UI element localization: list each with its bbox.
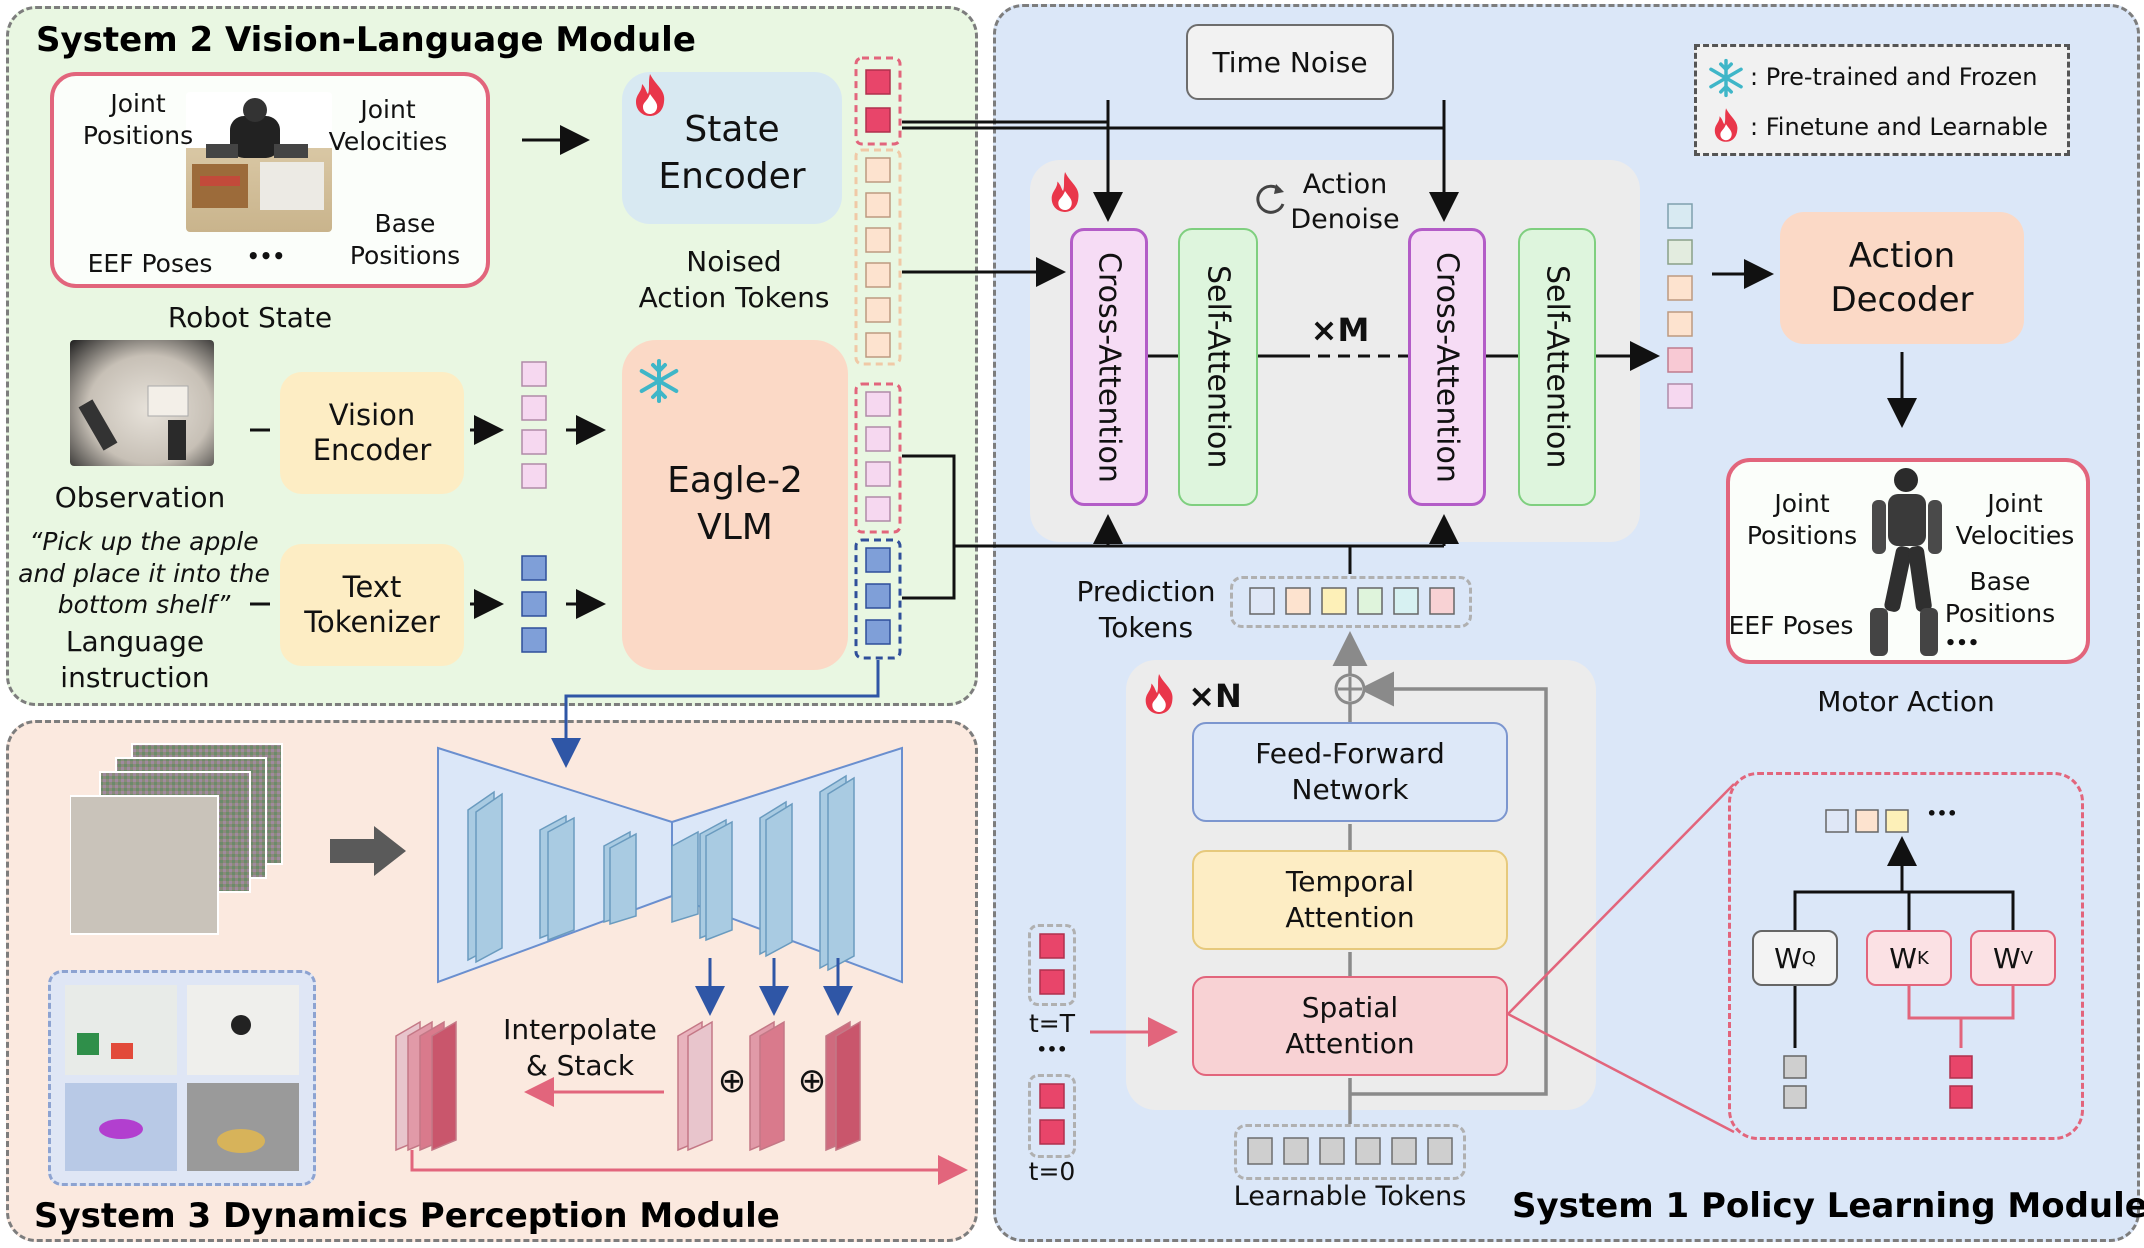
- snowflake-icon: [636, 358, 682, 404]
- text-tokenizer: Text Tokenizer: [280, 544, 464, 666]
- cross-attention-1: Cross-Attention: [1070, 228, 1148, 506]
- action-decoder-label: Action Decoder: [1830, 235, 1974, 320]
- spatial-attention-label: Spatial Attention: [1285, 990, 1415, 1060]
- action-decoder: Action Decoder: [1780, 212, 2024, 344]
- humanoid-robot-image: [1850, 462, 1960, 662]
- observation-image: [70, 340, 214, 466]
- robot-eef-poses: EEF Poses: [87, 249, 213, 278]
- cross-attention-2: Cross-Attention: [1408, 228, 1486, 506]
- refresh-icon: [1252, 182, 1288, 218]
- wq-sup: Q: [1801, 947, 1816, 969]
- language-caption: Language instruction: [60, 625, 210, 694]
- oplus-symbol-1: ⊕: [717, 1061, 747, 1101]
- motor-joint-positions: Joint Positions: [1746, 489, 1858, 550]
- vision-encoder: Vision Encoder: [280, 372, 464, 494]
- eagle-vlm-label: Eagle-2 VLM: [667, 460, 803, 548]
- right-arrow-icon: [330, 826, 406, 876]
- training-scenes-collage: [48, 970, 316, 1186]
- snowflake-icon: [1706, 58, 1746, 98]
- self-attention-1: Self-Attention: [1178, 228, 1258, 506]
- time-noise-box: Time Noise: [1186, 24, 1394, 100]
- attention-output-ellipsis: •••: [1926, 804, 1958, 823]
- flame-icon: [1046, 170, 1084, 214]
- robot-joint-velocities: Joint Velocities: [328, 95, 448, 156]
- t-top-label: t=T: [1028, 1009, 1076, 1038]
- t-bottom-label: t=0: [1028, 1157, 1076, 1186]
- time-noise-label: Time Noise: [1212, 45, 1368, 79]
- noised-action-tokens-label: Noised Action Tokens: [638, 245, 830, 314]
- legend-box: [1694, 44, 2070, 156]
- flame-icon: [630, 72, 670, 118]
- repeat-m-label: ×M: [1310, 311, 1370, 349]
- noisy-frames-stack: [69, 740, 290, 940]
- repeat-n-label: ×N: [1188, 677, 1242, 715]
- robot-base-positions: Base Positions: [349, 209, 461, 270]
- spatial-attention: Spatial Attention: [1192, 976, 1508, 1076]
- self-attention-2: Self-Attention: [1518, 228, 1596, 506]
- motor-eef-poses: EEF Poses: [1728, 611, 1854, 640]
- system3-title: System 3 Dynamics Perception Module: [34, 1196, 780, 1236]
- self-attention-2-label: Self-Attention: [1539, 265, 1575, 469]
- flame-icon: [1140, 672, 1178, 716]
- wv-label: W: [1992, 941, 2021, 975]
- self-attention-1-label: Self-Attention: [1200, 265, 1236, 469]
- system1-title: System 1 Policy Learning Module: [1512, 1186, 2144, 1226]
- text-tokenizer-label: Text Tokenizer: [304, 570, 440, 639]
- robot-state-ellipsis: •••: [246, 244, 286, 268]
- flame-icon: [1710, 106, 1742, 144]
- wq-label: W: [1774, 941, 1802, 975]
- cross-attention-1-label: Cross-Attention: [1091, 251, 1127, 483]
- temporal-attention-label: Temporal Attention: [1285, 864, 1415, 934]
- robot-joint-positions: Joint Positions: [82, 89, 194, 150]
- action-denoise-label: Action Denoise: [1290, 169, 1400, 235]
- time-tokens-top-group: [1028, 924, 1076, 1006]
- motor-base-positions: Base Positions: [1944, 567, 2056, 628]
- wk-sup: K: [1916, 947, 1929, 969]
- motor-ellipsis: •••: [1944, 633, 1980, 654]
- oplus-symbol-2: ⊕: [797, 1061, 827, 1101]
- observation-caption: Observation: [54, 481, 226, 514]
- vision-encoder-label: Vision Encoder: [312, 398, 432, 467]
- motor-joint-velocities: Joint Velocities: [1955, 489, 2075, 550]
- wk-label: W: [1889, 941, 1917, 975]
- motor-action-box: [1726, 458, 2090, 664]
- ffn-label: Feed-Forward Network: [1255, 736, 1445, 806]
- legend-frozen-text: : Pre-trained and Frozen: [1750, 63, 2038, 91]
- time-tokens-bottom-group: [1028, 1074, 1076, 1158]
- robot-state-image: [186, 92, 332, 232]
- learnable-tokens-label: Learnable Tokens: [1233, 1181, 1467, 1212]
- prediction-tokens-group: [1230, 576, 1472, 628]
- learnable-tokens-group: [1234, 1124, 1466, 1180]
- wv-sup: V: [2020, 947, 2033, 969]
- attention-detail-box: [1728, 772, 2084, 1140]
- interpolate-stack-label: Interpolate & Stack: [503, 1013, 657, 1082]
- t-dots-label: •••: [1036, 1040, 1068, 1059]
- language-quote: “Pick up the apple and place it into the…: [18, 527, 270, 619]
- state-encoder-label: State Encoder: [658, 109, 806, 197]
- legend-finetune-text: : Finetune and Learnable: [1750, 113, 2048, 141]
- temporal-attention: Temporal Attention: [1192, 850, 1508, 950]
- system2-title: System 2 Vision-Language Module: [36, 20, 696, 60]
- motor-action-caption: Motor Action: [1817, 685, 1995, 718]
- cross-attention-2-label: Cross-Attention: [1429, 251, 1465, 483]
- robot-state-caption: Robot State: [167, 301, 333, 334]
- prediction-tokens-label: Prediction Tokens: [1076, 575, 1216, 644]
- feed-forward-network: Feed-Forward Network: [1192, 722, 1508, 822]
- state-encoder: State Encoder: [622, 72, 842, 224]
